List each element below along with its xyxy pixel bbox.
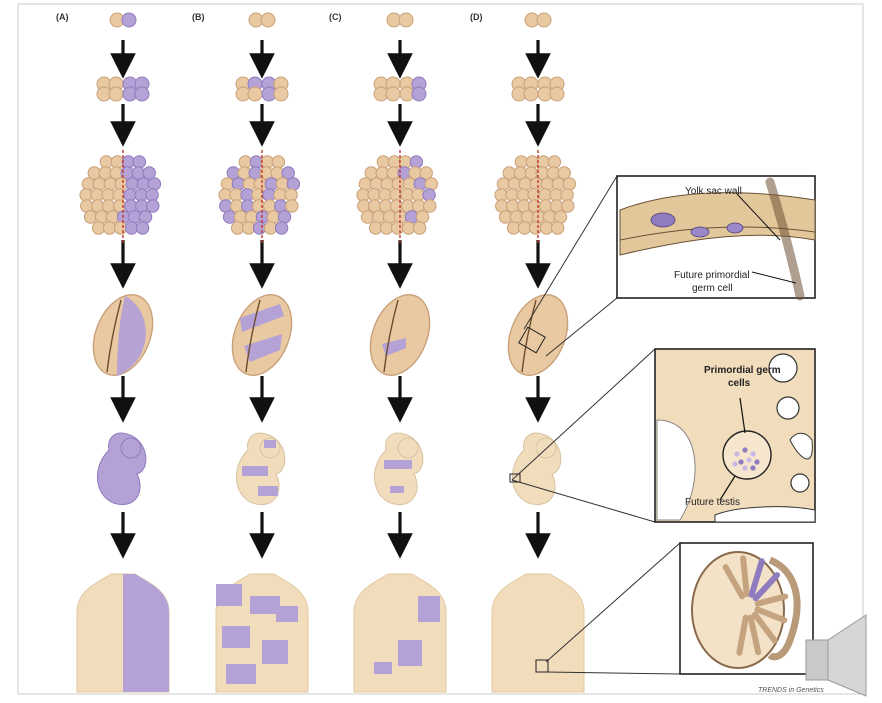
adult-lineage-patch: [262, 640, 288, 664]
blastocyst-cell: [286, 200, 298, 212]
future-testis-label: Future testis: [685, 497, 740, 508]
pgc-cell: [738, 459, 743, 464]
blastocyst-cell: [548, 156, 560, 168]
blastocyst-cell: [563, 178, 575, 190]
blastocyst-cell: [148, 178, 160, 190]
two-cell-embryo-cell: [399, 13, 413, 27]
blastocyst-cell: [425, 178, 437, 190]
fetus-head: [121, 438, 141, 458]
adult-lineage-patch: [398, 640, 422, 666]
column-3: [354, 13, 446, 692]
adult-torso: [492, 574, 584, 692]
adult-lineage: [123, 574, 169, 692]
blastocyst-cell: [287, 178, 299, 190]
blastocyst-cell: [416, 211, 428, 223]
credit-text: TRENDS in Genetics: [758, 687, 824, 694]
fetus-head: [398, 438, 418, 458]
column-label-b: (B): [192, 12, 205, 22]
pgc-cell: [742, 447, 747, 452]
blastocyst-cell: [410, 156, 422, 168]
blastocyst-cell: [139, 211, 151, 223]
pgc-cell: [746, 457, 751, 462]
fetus-lineage-patch: [264, 440, 276, 448]
gonadal-ridge: [723, 431, 771, 479]
column-4: [492, 13, 584, 692]
blastocyst-cell: [278, 211, 290, 223]
adult-lineage-patch: [418, 596, 440, 622]
inset-primordial-germ-cells: Primordial germ cells Future testis: [512, 349, 815, 522]
speaker-icon[interactable]: [806, 615, 866, 696]
two-cell-embryo-cell: [537, 13, 551, 27]
early-embryo: [497, 286, 579, 384]
vessel-lumen: [791, 474, 809, 492]
pgc-cell: [750, 451, 755, 456]
pgc-label-line1: Primordial germ: [704, 365, 781, 376]
blastocyst-cell: [424, 200, 436, 212]
fetus-lineage-patch: [242, 466, 268, 476]
yolk-sac-wall-label: Yolk sac wall: [685, 186, 742, 197]
column-label-d: (D): [470, 12, 483, 22]
future-pgc-label-line2: germ cell: [692, 283, 733, 294]
adult-lineage-patch: [374, 662, 392, 674]
two-cell-embryo-cell: [122, 13, 136, 27]
blastocyst-cell: [136, 222, 148, 234]
column-label-a: (A): [56, 12, 69, 22]
eight-cell-embryo-cell: [386, 87, 400, 101]
fetus-lineage-patch: [258, 486, 278, 496]
seminiferous-tubule: [743, 558, 747, 594]
adult-lineage-patch: [222, 626, 250, 648]
eight-cell-embryo-cell: [524, 87, 538, 101]
early-embryo: [221, 286, 303, 384]
pgc-cell: [742, 465, 747, 470]
blastocyst-cell: [420, 167, 432, 179]
fetus-lineage-patch: [390, 486, 404, 493]
blastocyst-cell: [147, 200, 159, 212]
column-1: [77, 13, 169, 692]
eight-cell-embryo-cell: [248, 87, 262, 101]
adult-lineage-patch: [250, 596, 280, 614]
pgc-cell: [754, 459, 759, 464]
eight-cell-embryo-cell: [109, 87, 123, 101]
pgc-cell: [750, 465, 755, 470]
pgc-cell: [732, 461, 737, 466]
early-embryo: [359, 286, 441, 384]
pgc-precursor-cell: [651, 213, 675, 227]
vessel-lumen: [777, 397, 799, 419]
adult-lineage-patch: [216, 584, 242, 606]
column-label-c: (C): [329, 12, 342, 22]
pgc-precursor-cell: [727, 223, 743, 233]
blastocyst-cell: [275, 222, 287, 234]
blastocyst-cell: [551, 222, 563, 234]
eight-cell-embryo-cell: [412, 87, 426, 101]
blastocyst-cell: [562, 200, 574, 212]
blastocyst-cell: [554, 211, 566, 223]
developmental-columns: [77, 13, 584, 692]
eight-cell-embryo-cell: [274, 87, 288, 101]
pgc-cell: [734, 451, 739, 456]
blastocyst-cell: [143, 167, 155, 179]
blastocyst-cell: [133, 156, 145, 168]
blastocyst-cell: [558, 167, 570, 179]
adult-lineage-patch: [226, 664, 256, 684]
two-cell-embryo-cell: [261, 13, 275, 27]
blastocyst-cell: [282, 167, 294, 179]
pgc-label-line2: cells: [728, 378, 751, 389]
eight-cell-embryo-cell: [550, 87, 564, 101]
fetus-lineage-patch: [384, 460, 412, 469]
column-2: [216, 13, 308, 692]
blastocyst-cell: [413, 222, 425, 234]
pgc-precursor-cell: [691, 227, 709, 237]
future-pgc-label-line1: Future primordial: [674, 270, 750, 281]
eight-cell-embryo-cell: [135, 87, 149, 101]
blastocyst-cell: [272, 156, 284, 168]
adult-lineage-patch: [276, 606, 298, 622]
adult-torso: [354, 574, 446, 692]
